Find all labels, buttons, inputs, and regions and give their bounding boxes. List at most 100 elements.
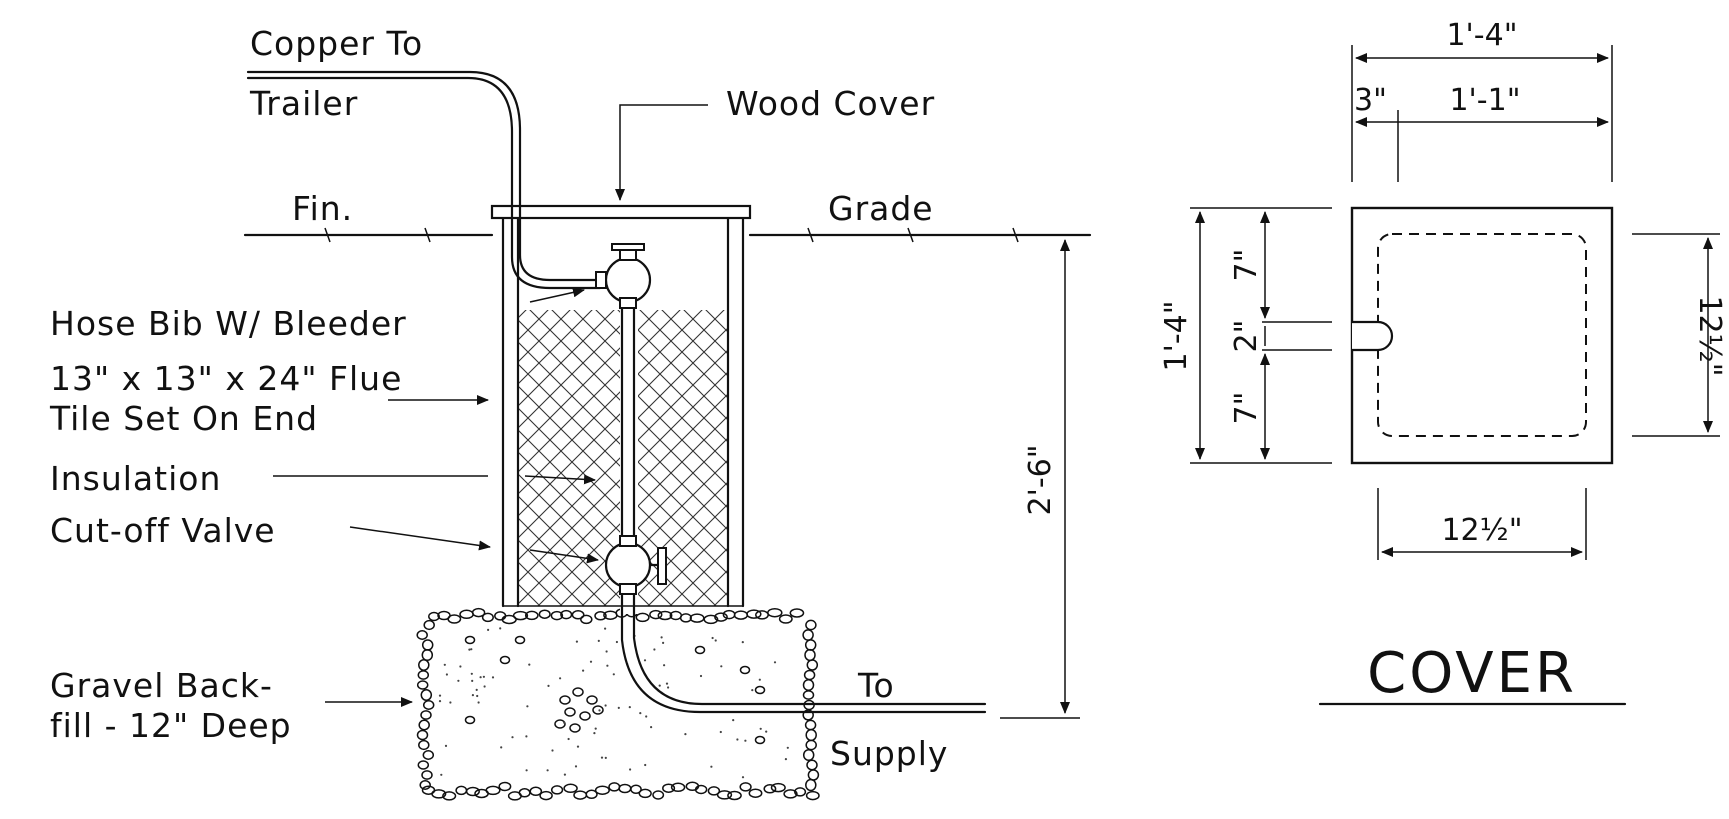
gravel-speck [615, 640, 619, 644]
gravel-speck [511, 736, 514, 739]
gravel-speck [643, 659, 647, 662]
pebble [464, 635, 476, 645]
gravel-speck [528, 663, 531, 666]
pebble [580, 614, 593, 625]
gravel-speck [479, 676, 482, 679]
gravel-speck [744, 739, 747, 742]
gravel-speck [445, 673, 448, 676]
gravel-speck [606, 664, 609, 667]
pebble [716, 790, 733, 800]
pebble [770, 782, 786, 793]
gravel-speck [443, 663, 446, 666]
gravel-speck [526, 705, 529, 708]
pebble [739, 665, 751, 675]
pebble [778, 614, 793, 624]
gravel-speck [663, 664, 666, 667]
gravel-speck [563, 721, 566, 724]
riser-pipe [620, 294, 636, 550]
gravel-speck [470, 672, 473, 675]
gravel-speck [500, 746, 503, 749]
pebble [649, 609, 663, 620]
gravel-speck [612, 673, 615, 676]
gravel-speck [667, 686, 670, 689]
label-flue-line1: 13" x 13" x 24" Flue [50, 359, 402, 398]
gravel-speck [525, 769, 528, 772]
pebble [703, 614, 719, 625]
gravel-speck [639, 712, 642, 715]
gravel-speck [699, 674, 703, 678]
cover-detail: 1'-4" 3" 1'-1" 1'-4" 7" 2" 7" 12½" 12½" … [1159, 18, 1727, 706]
gravel-speck [741, 776, 745, 779]
dim-overall-height: 1'-4" [1159, 300, 1194, 371]
gravel-speck [457, 679, 460, 682]
pebble [789, 608, 805, 618]
gravel-speck [741, 641, 744, 644]
pebble [572, 687, 584, 697]
gravel-speck [759, 727, 762, 730]
pebble [514, 635, 526, 645]
pebble [802, 709, 814, 721]
gravel-speck [499, 627, 502, 630]
pebble [594, 611, 607, 621]
gravel-speck [605, 650, 608, 653]
pebble [579, 711, 591, 721]
pebble [585, 789, 598, 800]
gravel-speck [758, 678, 761, 681]
gravel-speck [491, 676, 495, 679]
gravel-speck [653, 648, 656, 651]
gravel-speck [645, 715, 648, 718]
pebble [499, 655, 511, 665]
pebble [754, 685, 766, 695]
pebble [447, 614, 462, 624]
pebble [417, 670, 430, 680]
gravel-speck [617, 706, 620, 710]
pebble [498, 781, 512, 792]
pebble [529, 786, 543, 797]
gravel-speck [482, 675, 485, 678]
pebble [635, 612, 650, 623]
pebble [554, 719, 566, 729]
pebble [694, 645, 706, 655]
copper-pipe [246, 70, 602, 290]
depth-dimension [1000, 234, 1080, 719]
gravel-speck [786, 746, 789, 749]
pebble [422, 750, 435, 760]
pebble [560, 609, 573, 620]
pebble [592, 705, 604, 715]
pebble [481, 612, 494, 623]
gravel-speck [546, 769, 549, 772]
pebble [417, 760, 430, 770]
gravel-speck [751, 689, 754, 692]
gravel-speck [438, 694, 442, 697]
pebble [564, 707, 576, 717]
dim-seg-top: 7" [1229, 249, 1264, 282]
pebble [657, 610, 673, 621]
gravel-speck [604, 704, 607, 707]
gravel-speck [575, 640, 579, 643]
pebble [539, 790, 553, 801]
gravel-speck [765, 730, 768, 733]
gravel-speck [470, 648, 473, 651]
gravel-speck [600, 756, 604, 759]
pebble [416, 680, 429, 690]
label-supply: Supply [830, 734, 948, 773]
pebble [714, 612, 728, 622]
gravel-speck [658, 684, 661, 687]
gravel-speck [720, 665, 723, 668]
pebble [694, 784, 708, 795]
gravel-speck [559, 677, 562, 680]
pebble [679, 613, 692, 623]
label-fin: Fin. [292, 189, 353, 228]
pebble [538, 609, 551, 619]
gravel-speck [604, 756, 607, 760]
gravel-speck [662, 641, 665, 645]
leader-lines [273, 104, 708, 707]
section-labels: Copper To Trailer Wood Cover Fin. Grade … [49, 24, 1058, 773]
gravel-speck [711, 636, 714, 640]
label-flue-line2: Tile Set On End [49, 399, 318, 438]
pebble [423, 619, 435, 631]
cover-title: COVER [1367, 641, 1577, 706]
gravel-speck [644, 763, 647, 767]
label-gravel-line1: Gravel Back- [50, 666, 273, 705]
